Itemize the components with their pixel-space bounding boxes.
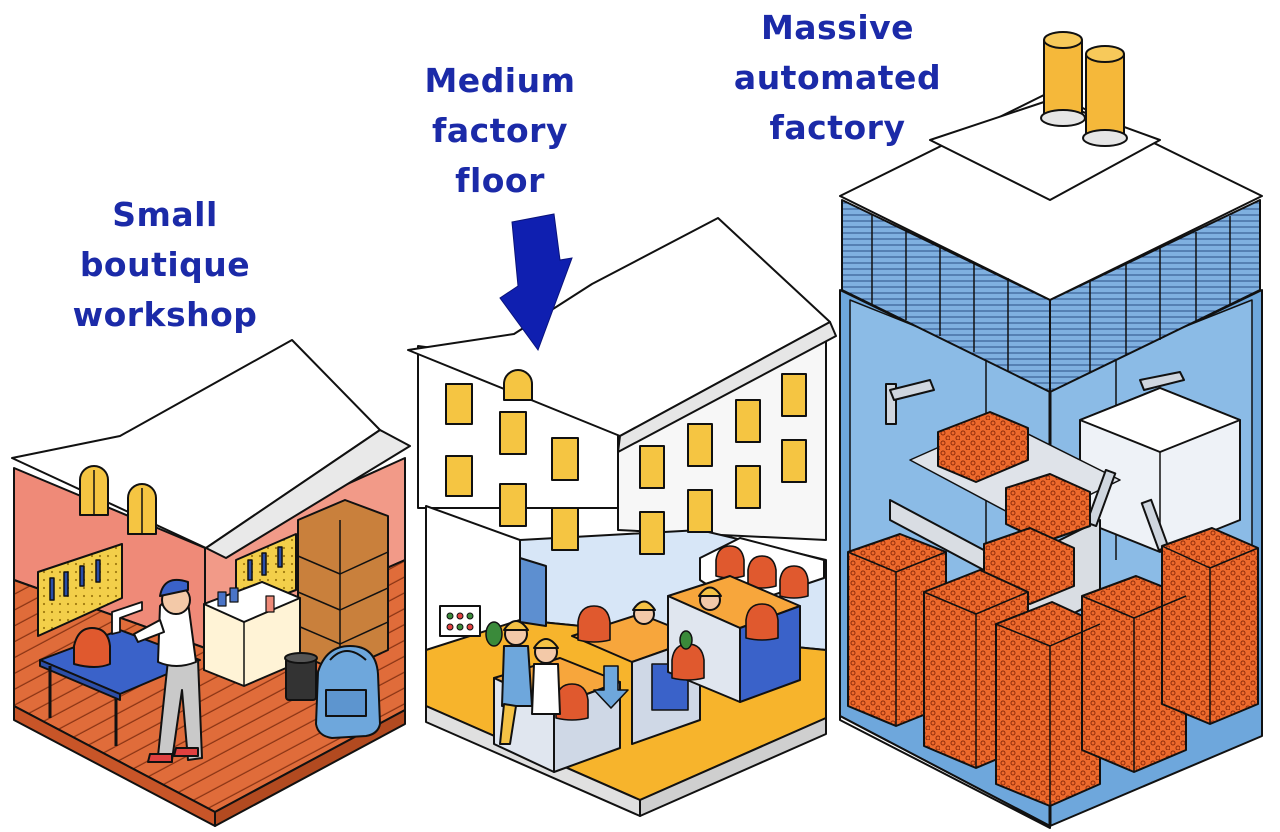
label-medium-line-3: floor (455, 161, 545, 200)
workshop-roof-edge (205, 429, 411, 559)
control-panel (439, 605, 481, 637)
robot-arm-icon (885, 371, 1185, 552)
backpack-icon (671, 643, 705, 681)
factory-right-windows (639, 373, 807, 555)
label-small-workshop: Small boutique workshop (40, 190, 290, 340)
down-arrow-icon (499, 213, 573, 352)
bale-stacks (847, 411, 1259, 807)
factory-workers (499, 586, 722, 745)
backpack-icon (315, 645, 381, 739)
backpack-icon (747, 555, 777, 589)
label-medium-factory: Medium factory floor (385, 56, 615, 206)
factory-left-windows (445, 369, 579, 551)
pegboard-left (37, 543, 123, 637)
backpack-icon (555, 683, 589, 721)
label-medium-line-2: factory (432, 111, 568, 150)
label-small-line-1: Small (112, 195, 218, 234)
backpack-icon (73, 627, 111, 668)
down-arrow-icon (593, 665, 629, 709)
massive-factory (839, 31, 1263, 829)
small-workshop (11, 339, 411, 827)
label-massive-line-1: Massive (760, 8, 915, 47)
chimney-icon (1040, 31, 1128, 147)
factory-louvers-right (1049, 199, 1261, 393)
workshop-worker (133, 578, 203, 763)
backpack-icon (779, 565, 809, 599)
label-small-line-2: boutique (79, 245, 251, 284)
backpack-icon (577, 605, 611, 643)
workshop-floor-edge-right (214, 709, 406, 827)
label-massive-factory: Massive automated factory (705, 3, 970, 153)
backpack-icon (715, 545, 745, 579)
trash-can (285, 657, 317, 701)
label-medium-line-1: Medium (424, 61, 576, 100)
medium-factory (407, 217, 837, 817)
backpack-icon (745, 603, 779, 641)
label-massive-line-2: automated (733, 58, 942, 97)
label-massive-line-3: factory (769, 108, 906, 147)
label-small-line-3: workshop (72, 295, 258, 334)
